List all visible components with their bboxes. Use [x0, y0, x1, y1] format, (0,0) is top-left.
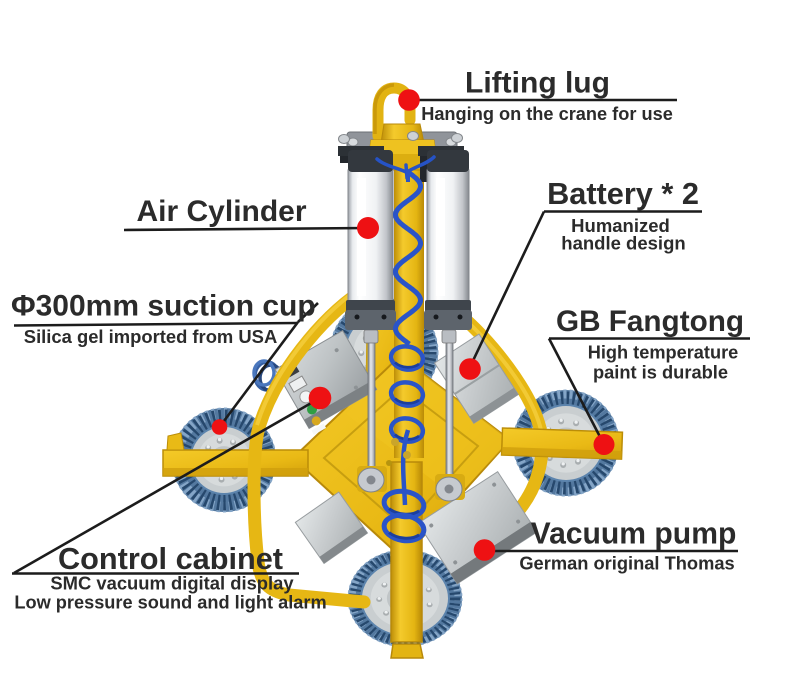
svg-text:Humanized: Humanized: [571, 215, 670, 236]
svg-text:Hanging on the crane for use: Hanging on the crane for use: [421, 104, 673, 124]
svg-text:handle design: handle design: [561, 233, 685, 254]
svg-text:Vacuum pump: Vacuum pump: [531, 518, 737, 551]
svg-text:GB Fangtong: GB Fangtong: [556, 305, 744, 338]
svg-text:Battery * 2: Battery * 2: [547, 176, 699, 211]
svg-text:High temperature: High temperature: [588, 343, 739, 363]
svg-text:Control cabinet: Control cabinet: [58, 541, 283, 576]
svg-text:Air Cylinder: Air Cylinder: [137, 195, 307, 228]
svg-text:Low pressure sound and light a: Low pressure sound and light alarm: [14, 593, 326, 613]
svg-text:paint is durable: paint is durable: [593, 362, 728, 383]
svg-text:SMC vacuum digital display: SMC vacuum digital display: [50, 573, 294, 594]
svg-text:Silica gel imported from USA: Silica gel imported from USA: [24, 326, 277, 347]
svg-text:Lifting lug: Lifting lug: [465, 67, 610, 100]
svg-text:Φ300mm suction cup: Φ300mm suction cup: [11, 290, 316, 323]
svg-text:German original Thomas: German original Thomas: [519, 553, 734, 574]
